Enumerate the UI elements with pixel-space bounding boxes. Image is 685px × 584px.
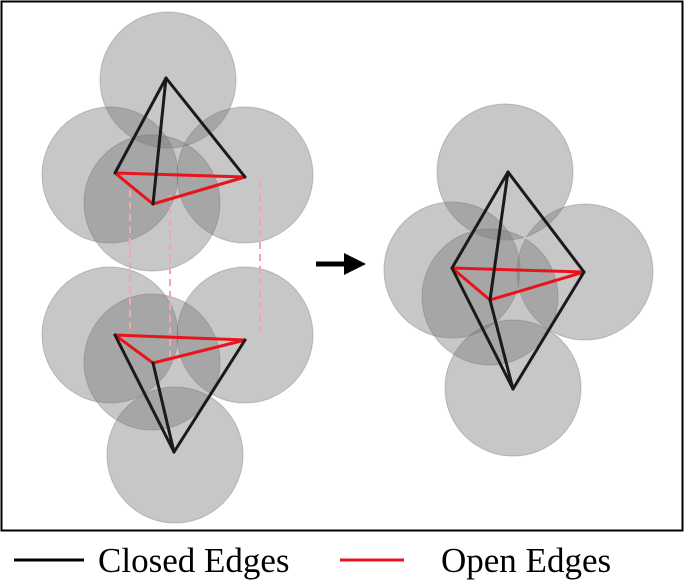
open-edge (488, 270, 586, 302)
left-top-tetrahedron (113, 76, 247, 206)
open-edge (450, 266, 492, 302)
open-edge (450, 266, 586, 274)
open-edge (113, 171, 155, 206)
legend-label-closed: Closed Edges (98, 541, 290, 580)
open-edge (151, 175, 247, 206)
sphere (176, 266, 314, 404)
open-edge (113, 333, 155, 365)
closed-edge (113, 333, 176, 454)
closed-edge (151, 76, 168, 206)
open-edge (151, 338, 247, 365)
closed-edge (450, 266, 515, 391)
right-merged-bipyramid (450, 170, 586, 391)
closed-edge (450, 170, 510, 270)
alignment-guides (129, 182, 261, 360)
sphere (41, 266, 179, 404)
legend-label-open: Open Edges (441, 541, 611, 580)
closed-edge (511, 270, 586, 391)
closed-edge (506, 170, 586, 274)
closed-edge (164, 76, 247, 179)
closed-edge (488, 170, 510, 302)
closed-edge (172, 338, 247, 454)
closed-edge (488, 298, 515, 391)
sphere (436, 103, 574, 241)
closed-edge (151, 361, 176, 454)
open-edge (113, 333, 247, 342)
left-bottom-tetrahedron (113, 333, 247, 454)
open-edge (113, 171, 247, 179)
closed-edge (113, 76, 168, 175)
sphere (106, 386, 244, 524)
legend: Closed Edges Open Edges (14, 541, 611, 580)
right-arrow-icon (316, 253, 366, 275)
left-bottom-sphere-cluster (41, 266, 314, 524)
